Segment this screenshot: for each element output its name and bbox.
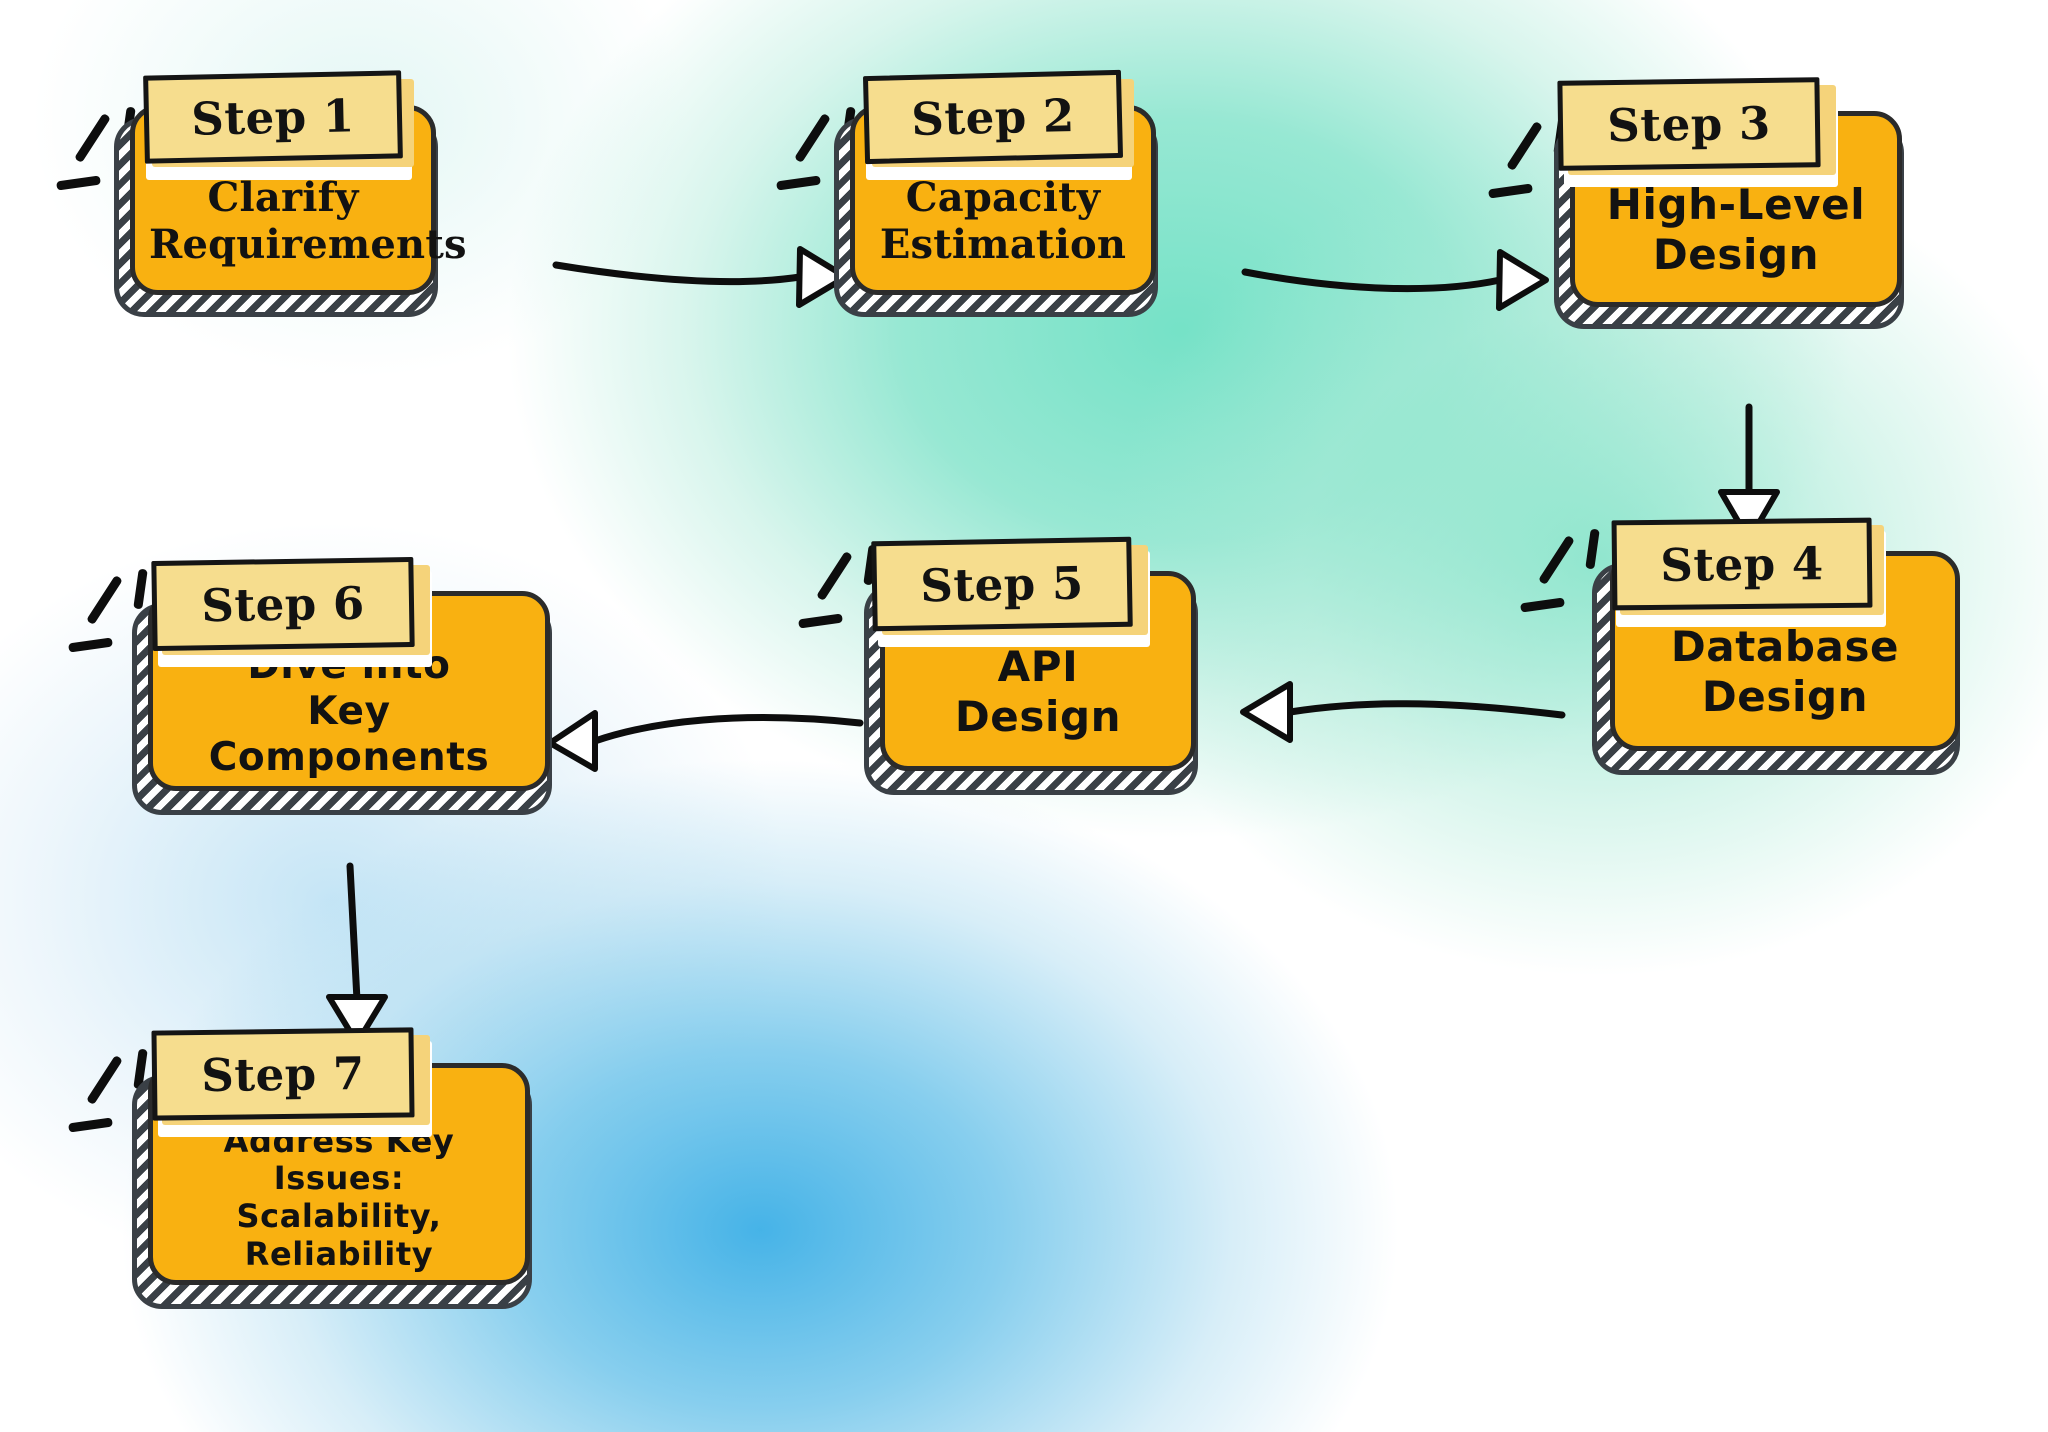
card-step3-body: High-Level Design [1606,180,1866,279]
tab-step3[interactable]: Step 3 [1557,77,1821,171]
card-step2-body: Capacity Estimation [879,173,1127,268]
arrowhead-step4-step5 [1240,681,1293,743]
arrowhead-step5-step6 [547,710,598,772]
card-step5-body: API Design [954,642,1122,741]
tab-step4[interactable]: Step 4 [1611,517,1873,611]
arrowhead-step6-step7 [326,994,388,1046]
tab-step7[interactable]: Step 7 [151,1027,415,1121]
card-step4-body: Database Design [1670,622,1900,721]
arrowhead-step3-step4 [1718,489,1780,543]
tab-step6[interactable]: Step 6 [151,556,415,652]
card-step1-body: Clarify Requirements [149,173,467,268]
tab-step1[interactable]: Step 1 [143,70,403,164]
edge-step2-step3 [1241,268,1504,293]
edge-step4-step5 [1286,700,1566,719]
arrowhead-step1-step2 [796,246,849,308]
tab-step5[interactable]: Step 5 [871,536,1133,632]
edge-step6-step7 [346,862,361,1004]
tab-step2[interactable]: Step 2 [862,69,1124,165]
arrowhead-step2-step3 [1496,249,1549,311]
edge-step1-step2 [552,261,804,286]
card-step7-body: Address Key Issues: Scalability, Reliabi… [223,1121,455,1273]
edge-step5-step6 [591,714,864,745]
